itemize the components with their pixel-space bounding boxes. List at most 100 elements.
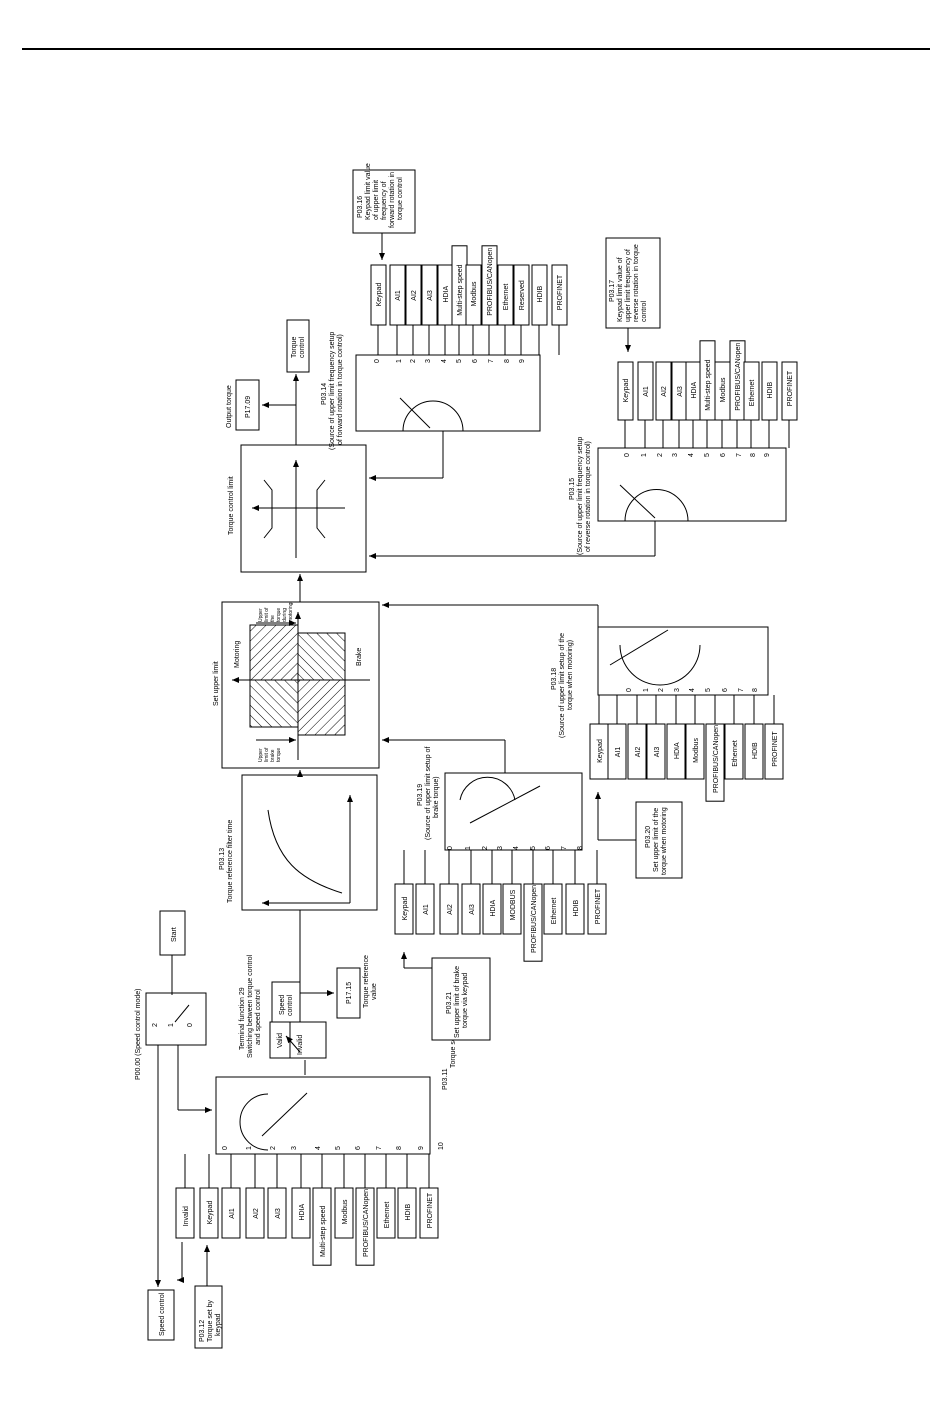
p1715-desc-2: value xyxy=(371,983,378,1000)
filter-code: P03.13 xyxy=(219,848,226,870)
small-top-label: during xyxy=(282,608,288,622)
ms-source-box xyxy=(607,723,627,780)
brake-source-switch xyxy=(469,785,541,824)
motor-source-name-2: torque when motoring) xyxy=(567,640,574,710)
brake-source-selector: P03.19 (Source of upper limit setup of b… xyxy=(382,737,607,1041)
brake-source-name-2: brake torque) xyxy=(433,776,440,818)
terminal-line-1: Terminal function 29 xyxy=(239,987,246,1050)
rs-source-label: HDIB xyxy=(767,382,774,399)
fs-source-box xyxy=(551,264,568,326)
ts-source-label: Modbus xyxy=(342,1199,349,1224)
p0316-desc-line: of upper limit xyxy=(373,180,380,220)
ms-num-8: 8 xyxy=(752,688,759,692)
bs-source-box xyxy=(565,883,585,935)
output-label: Output torque xyxy=(226,385,233,428)
terminal-switch-blade xyxy=(285,1035,301,1053)
ms-source-label: HDIA xyxy=(674,742,681,759)
speed-control-small-box xyxy=(271,981,301,1023)
torque-control-2: control xyxy=(299,337,306,358)
fs-source-box xyxy=(481,245,498,326)
ms-source-box xyxy=(705,723,725,802)
ms-source-label: Ethernet xyxy=(732,740,739,767)
ms-source-box xyxy=(744,723,764,780)
rs-source-box xyxy=(637,361,654,421)
p0316-desc-line: forward rotation in xyxy=(389,172,396,228)
p0312-box xyxy=(194,1285,223,1349)
rs-num-3: 3 xyxy=(672,453,679,457)
mode-pos-1: 1 xyxy=(168,1023,175,1027)
fwd-source-switch xyxy=(399,397,431,429)
fs-num-6: 6 xyxy=(472,359,479,363)
p0317-desc-line: control xyxy=(641,301,648,322)
filter-block: P03.13 Torque reference filter time xyxy=(219,770,378,911)
rs-source-label: Multi-step speed xyxy=(705,359,712,410)
mode-switch-blade xyxy=(174,1004,190,1023)
ts-source-label: Multi-step speed xyxy=(320,1206,327,1257)
motoring-label: Motoring xyxy=(234,641,241,668)
ts-num-7: 7 xyxy=(376,1146,383,1150)
p0317-desc-line: reverse rotation in torque xyxy=(633,244,640,322)
speed-mode-title: P00.00 (Speed control mode) xyxy=(135,989,142,1080)
bs-source-box xyxy=(543,883,563,935)
ms-num-1: 1 xyxy=(643,688,650,692)
small-top-label: motoring xyxy=(288,602,294,622)
small-top-label: torque xyxy=(276,608,282,622)
bs-source-label: Keypad xyxy=(402,897,409,921)
rs-source-label: PROFINET xyxy=(787,370,794,406)
control-curve-left xyxy=(263,479,273,539)
rs-source-box xyxy=(781,361,798,421)
ms-num-7: 7 xyxy=(738,688,745,692)
bs-num-6: 6 xyxy=(545,846,552,850)
motor-source-selector: P03.18 (Source of upper limit setup of t… xyxy=(382,602,784,879)
fs-source-label: Multi-step speed xyxy=(457,264,464,315)
p1715-box xyxy=(336,967,361,1019)
rs-num-1: 1 xyxy=(641,453,648,457)
ms-num-6: 6 xyxy=(722,688,729,692)
rev-source-arc xyxy=(624,489,689,522)
p0321-desc-1: Set upper limit of brake xyxy=(454,966,461,1038)
fs-source-label: Ethernet xyxy=(503,284,510,311)
rs-source-label: AI1 xyxy=(643,386,650,397)
fwd-source-name-1: (Source of upper limit frequency setup xyxy=(329,332,336,450)
p0316-box xyxy=(352,169,416,234)
rs-num-8: 8 xyxy=(750,453,757,457)
ts-source-box xyxy=(334,1187,354,1239)
ms-num-4: 4 xyxy=(689,688,696,692)
brake-source-arc xyxy=(459,776,516,801)
bs-source-label: AI3 xyxy=(469,904,476,915)
ms-num-3: 3 xyxy=(674,688,681,692)
upper-limit-title: Set upper limit xyxy=(213,661,220,706)
ms-num-2: 2 xyxy=(658,688,665,692)
rev-source-name-2: of reverse rotation in torque control) xyxy=(585,441,592,552)
brake-source-code: P03.19 xyxy=(417,784,424,806)
rs-num-6: 6 xyxy=(720,453,727,457)
ts-num-0: 0 xyxy=(222,1146,229,1150)
rs-source-label: Keypad xyxy=(623,379,630,403)
fs-source-label: AI3 xyxy=(427,290,434,301)
brake-hatch-b xyxy=(297,679,346,736)
fs-source-label: Modbus xyxy=(471,281,478,306)
rs-source-label: AI2 xyxy=(661,386,668,397)
ts-num-2: 2 xyxy=(270,1146,277,1150)
ts-source-label: HDIB xyxy=(405,1204,412,1221)
fs-num-2: 2 xyxy=(410,359,417,363)
control-curve-right xyxy=(316,479,326,539)
motoring-hatch-a xyxy=(249,624,299,681)
fs-source-label: HDIA xyxy=(443,286,450,303)
speed-control-label: Speed control xyxy=(159,1292,166,1336)
mode-pos-2: 2 xyxy=(152,1023,159,1027)
fs-source-label: AI1 xyxy=(395,290,402,301)
torque-setup-switch xyxy=(261,1092,308,1137)
ms-source-label: HDIB xyxy=(752,742,759,759)
fwd-source-box xyxy=(355,354,541,432)
rev-source-switch xyxy=(619,484,656,519)
output-code: P17.09 xyxy=(245,396,252,418)
p0320-desc-2: torque when motoring xyxy=(661,807,668,875)
ts-source-box xyxy=(221,1187,241,1239)
speed-control-box xyxy=(147,1289,175,1341)
invalid-box xyxy=(289,1021,327,1059)
bs-num-2: 2 xyxy=(482,846,489,850)
fs-source-box xyxy=(497,264,514,326)
